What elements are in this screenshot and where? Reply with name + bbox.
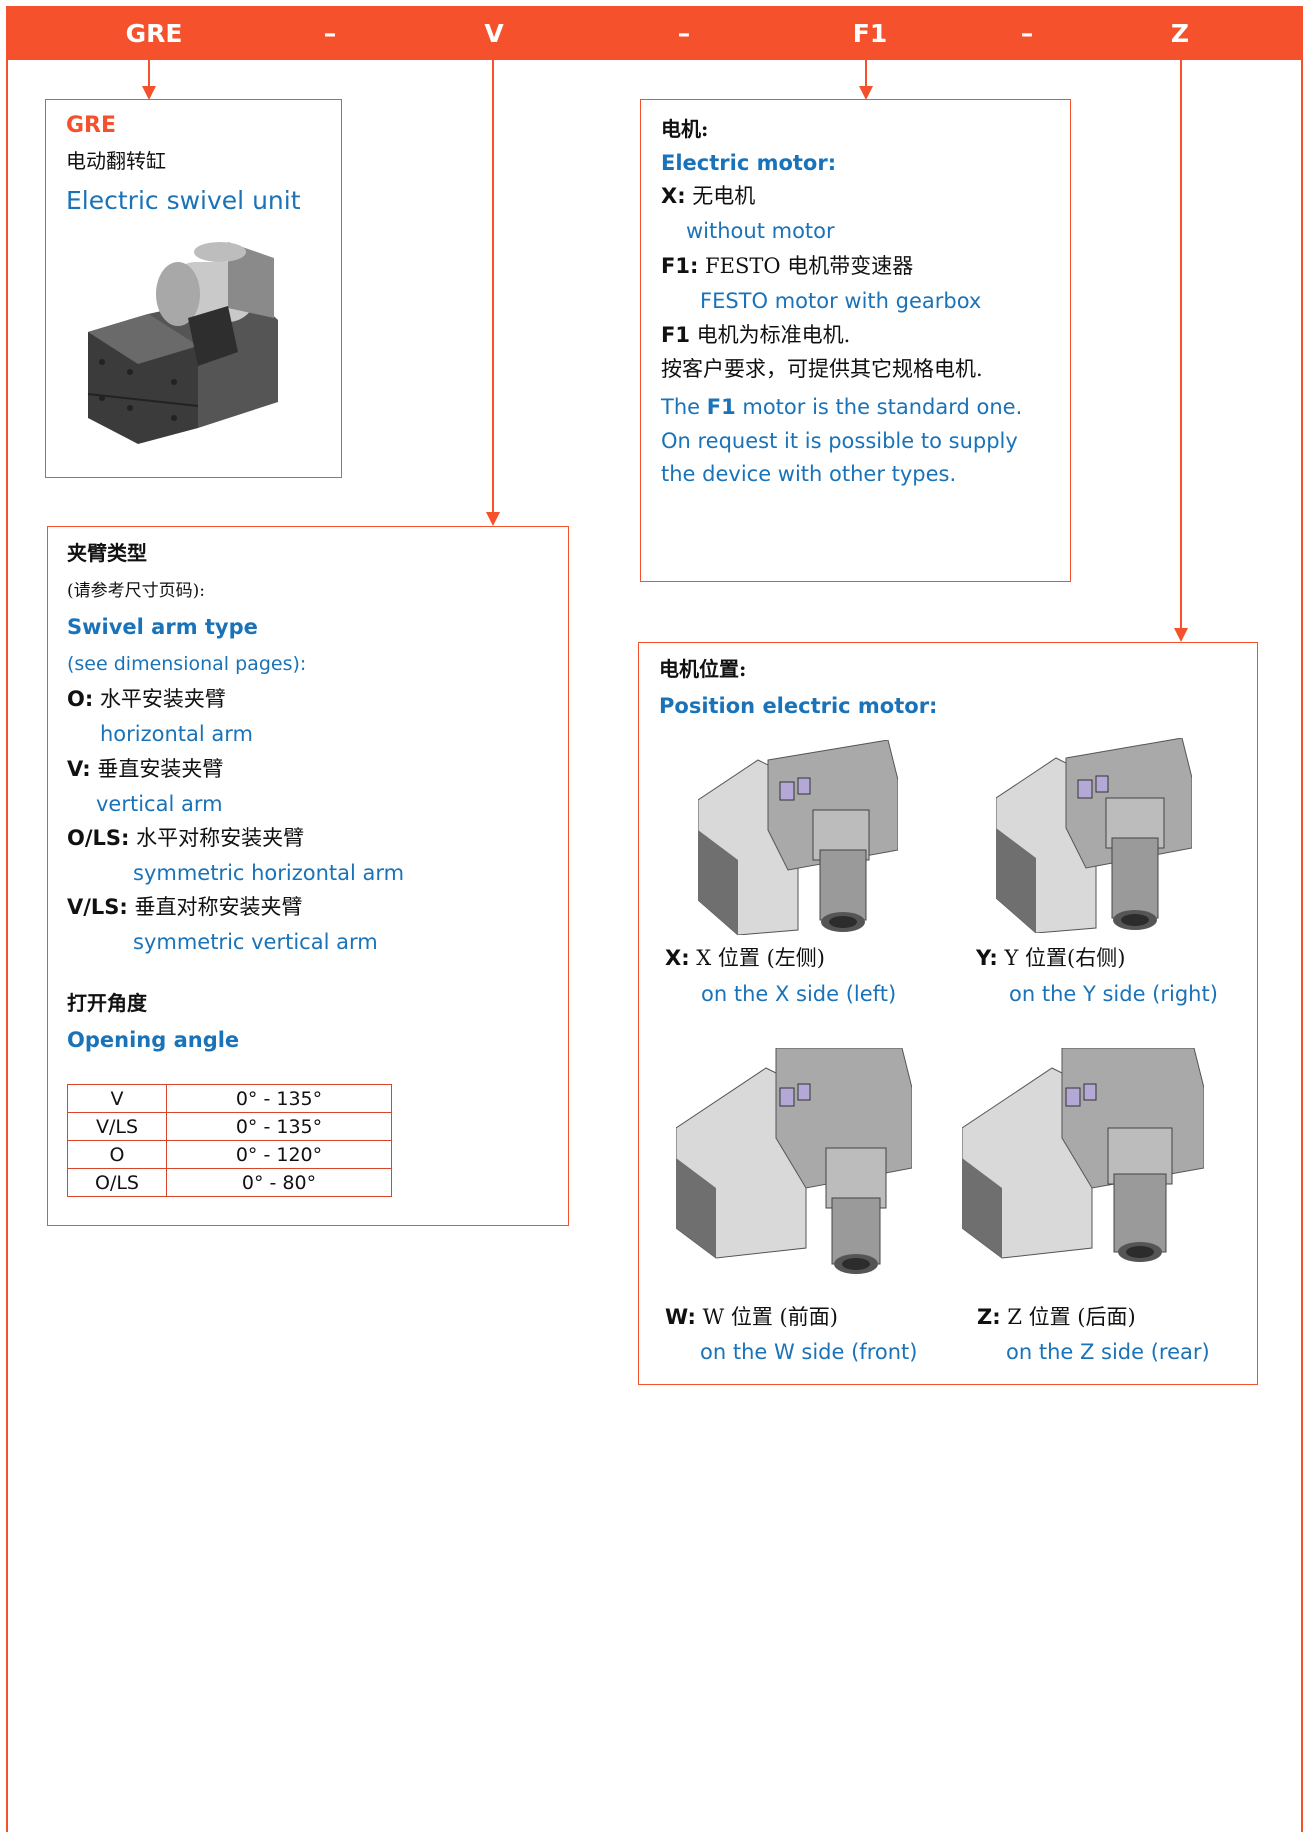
arm-option-o: O: 水平安装夹臂 <box>67 686 226 712</box>
option-code: Y: <box>976 946 998 970</box>
note-code: F1 <box>661 323 690 347</box>
table-row: V/LS 0° - 135° <box>67 1112 392 1141</box>
arm-option-v: V: 垂直安装夹臂 <box>67 756 223 782</box>
arm-option-vls-en: symmetric vertical arm <box>133 930 378 954</box>
table-cell-type: V <box>67 1084 167 1113</box>
order-code-header: GRE – V – F1 – Z <box>6 6 1303 60</box>
motor-position-x-icon <box>698 740 898 935</box>
gre-title: GRE <box>66 113 117 138</box>
gre-en: Electric swivel unit <box>66 186 301 215</box>
swivel-unit-photo-icon <box>87 242 278 444</box>
motor-note-zh2: 按客户要求，可提供其它规格电机. <box>661 357 983 381</box>
arm-option-ols-en: symmetric horizontal arm <box>133 861 405 885</box>
motor-position-w-icon <box>676 1048 912 1274</box>
motor-note-en2: On request it is possible to supply <box>661 429 1018 453</box>
position-y-label: Y: Y 位置(右侧) <box>976 945 1125 971</box>
motor-box <box>640 99 1071 582</box>
option-code: Z: <box>977 1305 1001 1329</box>
table-cell-range: 0° - 135° <box>166 1084 392 1113</box>
note-text: The <box>661 395 707 419</box>
position-z-en: on the Z side (rear) <box>1006 1340 1210 1364</box>
arm-title-zh: 夹臂类型 <box>67 541 147 565</box>
position-y-en: on the Y side (right) <box>1009 982 1218 1006</box>
option-code: O/LS: <box>67 826 130 850</box>
table-row: O/LS 0° - 80° <box>67 1168 392 1197</box>
option-code: X: <box>661 184 686 208</box>
arrow-down-icon <box>486 512 500 526</box>
option-code: X: <box>665 946 690 970</box>
option-code: O: <box>67 687 94 711</box>
motor-option-f1: F1: FESTO 电机带变速器 <box>661 253 913 279</box>
table-cell-range: 0° - 80° <box>166 1168 392 1197</box>
table-cell-type: V/LS <box>67 1112 167 1141</box>
code-z: Z <box>1170 19 1190 48</box>
arm-ref-en: (see dimensional pages): <box>67 653 307 675</box>
arm-option-vls: V/LS: 垂直对称安装夹臂 <box>67 894 303 920</box>
motor-note-zh1: F1 电机为标准电机. <box>661 322 850 348</box>
option-zh: FESTO 电机带变速器 <box>705 254 914 278</box>
code-separator: – <box>323 19 337 48</box>
motor-option-x-en: without motor <box>686 219 835 243</box>
option-code: V: <box>67 757 91 781</box>
option-zh: 垂直对称安装夹臂 <box>134 895 303 919</box>
option-zh: 水平安装夹臂 <box>99 687 226 711</box>
table-row: O 0° - 120° <box>67 1140 392 1169</box>
note-text: motor is the standard one. <box>735 395 1023 419</box>
motor-position-z-icon <box>962 1048 1204 1262</box>
position-w-en: on the W side (front) <box>700 1340 918 1364</box>
table-cell-range: 0° - 135° <box>166 1112 392 1141</box>
gre-zh: 电动翻转缸 <box>66 149 166 173</box>
arrow-down-icon <box>1174 628 1188 642</box>
motor-option-f1-en: FESTO motor with gearbox <box>700 289 982 313</box>
table-cell-type: O/LS <box>67 1168 167 1197</box>
position-w-label: W: W 位置 (前面) <box>665 1304 838 1330</box>
arrow-down-icon <box>859 86 873 100</box>
code-gre: GRE <box>125 19 183 48</box>
motor-title-zh: 电机: <box>661 117 709 141</box>
table-cell-range: 0° - 120° <box>166 1140 392 1169</box>
option-code: V/LS: <box>67 895 128 919</box>
arm-option-o-en: horizontal arm <box>100 722 254 746</box>
angle-title-zh: 打开角度 <box>67 991 147 1015</box>
option-zh: Y 位置(右侧) <box>1004 946 1126 970</box>
arm-option-ols: O/LS: 水平对称安装夹臂 <box>67 825 304 851</box>
code-separator: – <box>1020 19 1034 48</box>
option-zh: X 位置 (左侧) <box>696 946 825 970</box>
position-x-label: X: X 位置 (左侧) <box>665 945 825 971</box>
motor-note-en1: The F1 motor is the standard one. <box>661 394 1022 420</box>
arrow-down-icon <box>142 86 156 100</box>
position-title-en: Position electric motor: <box>659 694 938 718</box>
motor-option-x: X: 无电机 <box>661 183 755 209</box>
code-v: V <box>484 19 504 48</box>
note-code: F1 <box>706 395 736 419</box>
motor-title-en: Electric motor: <box>661 151 837 175</box>
position-x-en: on the X side (left) <box>701 982 897 1006</box>
opening-angle-table: V 0° - 135° V/LS 0° - 135° O 0° - 120° O… <box>67 1084 392 1197</box>
arm-option-v-en: vertical arm <box>96 792 223 816</box>
arm-title-en: Swivel arm type <box>67 615 258 639</box>
motor-note-en3: the device with other types. <box>661 462 957 486</box>
note-text: 电机为标准电机. <box>696 323 851 347</box>
arm-ref-zh: (请参考尺寸页码): <box>67 581 205 601</box>
option-code: W: <box>665 1305 696 1329</box>
motor-position-y-icon <box>996 738 1192 933</box>
position-z-label: Z: Z 位置 (后面) <box>977 1304 1136 1330</box>
option-zh: W 位置 (前面) <box>702 1305 838 1329</box>
code-separator: – <box>677 19 691 48</box>
code-f1: F1 <box>852 19 888 48</box>
angle-title-en: Opening angle <box>67 1028 240 1052</box>
option-code: F1: <box>661 254 699 278</box>
option-zh: Z 位置 (后面) <box>1007 1305 1136 1329</box>
option-zh: 无电机 <box>692 184 756 208</box>
table-row: V 0° - 135° <box>67 1084 392 1113</box>
option-zh: 水平对称安装夹臂 <box>136 826 305 850</box>
position-title-zh: 电机位置: <box>659 657 747 681</box>
option-zh: 垂直安装夹臂 <box>97 757 224 781</box>
table-cell-type: O <box>67 1140 167 1169</box>
